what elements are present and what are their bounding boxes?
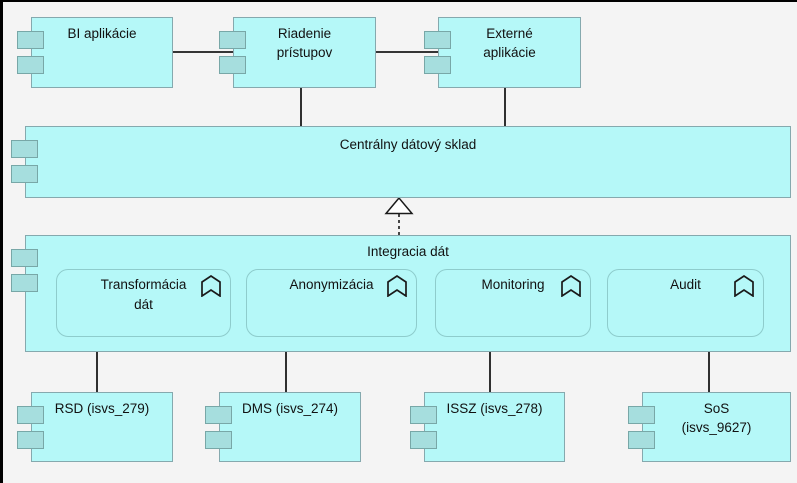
- component-centralny-datovy-sklad: Centrálny dátový sklad: [11, 126, 791, 198]
- function-chevron-icon: [387, 275, 407, 297]
- component-rsd: RSD (isvs_279): [17, 392, 173, 462]
- component-label: DMS (isvs_274): [241, 401, 339, 416]
- component-label: BI aplikácie: [67, 26, 137, 41]
- component-bi-aplikacie: BI aplikácie: [17, 17, 173, 88]
- function-label: Audit: [670, 277, 701, 292]
- component-dms: DMS (isvs_274): [205, 392, 361, 462]
- component-label: Externé aplikácie: [483, 26, 536, 60]
- function-transformacia-dat: Transformácia dát: [56, 269, 231, 337]
- realization-triangle-icon: [384, 196, 414, 215]
- component-port-icon: [205, 431, 232, 449]
- function-chevron-icon: [561, 275, 581, 297]
- function-monitoring: Monitoring: [435, 269, 591, 337]
- component-port-icon: [628, 406, 655, 424]
- connector-layer: [96, 51, 710, 393]
- function-label: Monitoring: [481, 277, 545, 292]
- component-port-icon: [17, 406, 44, 424]
- function-anonymizacia: Anonymizácia: [246, 269, 417, 337]
- component-port-icon: [11, 140, 38, 158]
- component-issz: ISSZ (isvs_278): [410, 392, 565, 462]
- function-label: Transformácia dát: [100, 277, 187, 312]
- function-chevron-icon: [734, 275, 754, 297]
- component-label: ISSZ (isvs_278): [446, 401, 543, 416]
- component-port-icon: [424, 56, 451, 74]
- component-port-icon: [410, 431, 437, 449]
- component-port-icon: [219, 31, 246, 49]
- component-label: RSD (isvs_279): [54, 401, 150, 416]
- component-sos: SoS (isvs_9627): [628, 392, 791, 462]
- component-port-icon: [11, 274, 38, 292]
- component-port-icon: [17, 431, 44, 449]
- component-label: Centrálny dátový sklad: [339, 137, 477, 152]
- component-externe-aplikacie: Externé aplikácie: [424, 17, 581, 88]
- component-port-icon: [628, 431, 655, 449]
- component-port-icon: [410, 406, 437, 424]
- component-label: Riadenie prístupov: [276, 26, 333, 60]
- component-port-icon: [219, 56, 246, 74]
- function-audit: Audit: [607, 269, 764, 337]
- component-port-icon: [11, 165, 38, 183]
- component-port-icon: [424, 31, 451, 49]
- component-port-icon: [11, 249, 38, 267]
- component-label: SoS (isvs_9627): [681, 401, 752, 435]
- component-port-icon: [17, 56, 44, 74]
- component-riadenie-pristupov: Riadenie prístupov: [219, 17, 376, 88]
- function-chevron-icon: [201, 275, 221, 297]
- component-label: Integracia dát: [367, 244, 449, 259]
- component-port-icon: [205, 406, 232, 424]
- function-label: Anonymizácia: [289, 277, 374, 292]
- component-port-icon: [17, 31, 44, 49]
